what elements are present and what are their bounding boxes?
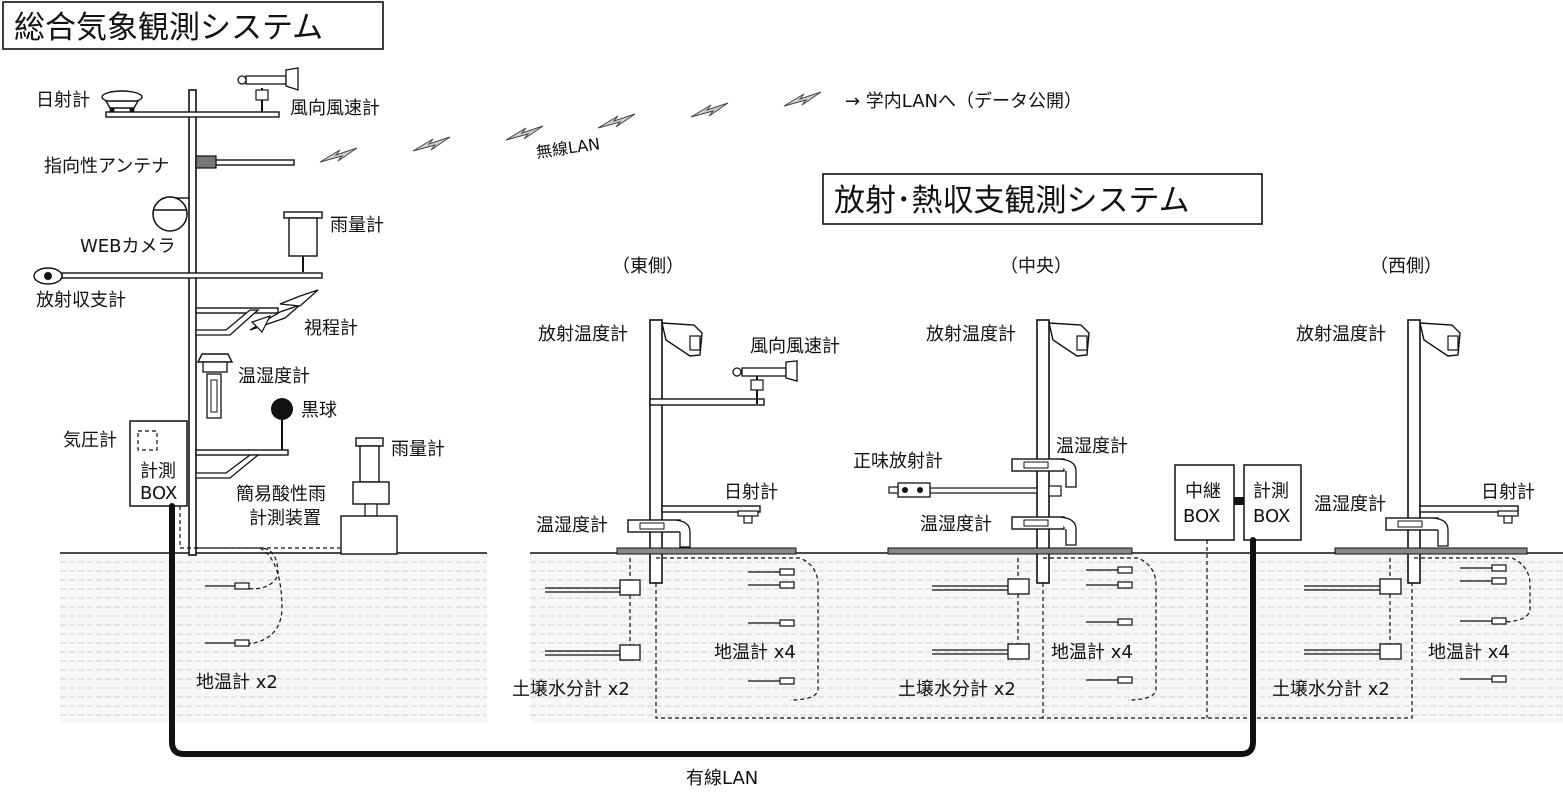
net-radiometer-icon [33, 267, 63, 285]
label-net-radiometer: 放射収支計 [36, 290, 126, 311]
box-connector [1234, 497, 1244, 505]
bolt-icon [505, 125, 544, 141]
west-label-pyranometer: 日射計 [1481, 482, 1535, 503]
thermo-hygro-icon [1385, 517, 1449, 547]
soil-probe-icon [205, 582, 250, 647]
soil-left [60, 552, 487, 723]
label-thermo-hygro: 温湿度計 [238, 366, 310, 387]
east-station [545, 319, 1040, 719]
thermo-hygro-icon [196, 353, 234, 419]
to-campus-lan-label: → 学内LANへ（データ公開） [845, 91, 1082, 112]
wireless-lan-label: 無線LAN [535, 134, 601, 162]
left-measure-box: 計測 BOX [129, 420, 188, 507]
bolt-icon [412, 136, 451, 152]
label-rain-gauge: 雨量計 [330, 215, 384, 236]
soil-temp-probes [1086, 566, 1133, 684]
center-label-net-radiometer: 正味放射計 [853, 451, 943, 472]
label-soil-temp-left: 地温計 x2 [196, 672, 278, 693]
pyranometer-icon [101, 90, 143, 113]
wired-lan-label: 有線LAN [686, 768, 758, 789]
thermo-hygro-icon [1011, 458, 1077, 488]
label-wind: 風向風速計 [290, 98, 380, 119]
title-radiation-text: 放射･熱収支観測システム [834, 183, 1190, 219]
center-label-thermo-hygro-upper: 温湿度計 [1056, 436, 1128, 457]
center-station [887, 319, 1157, 718]
west-label-radiation-thermometer: 放射温度計 [1296, 324, 1386, 345]
label-antenna: 指向性アンテナ [44, 156, 169, 177]
relay-box-line1: 中継 [1185, 481, 1221, 502]
center-label-soil-temp: 地温計 x4 [1051, 642, 1133, 663]
center-label-radiation-thermometer: 放射温度計 [926, 324, 1016, 345]
east-label-soil-temp: 地温計 x4 [714, 642, 796, 663]
soil-moisture-sensor-icon [1007, 578, 1030, 595]
acid-rain-icon [340, 437, 398, 555]
west-label-thermo-hygro: 温湿度計 [1314, 494, 1386, 515]
thermo-hygro-icon [1011, 516, 1077, 546]
label-barometer: 気圧計 [63, 430, 117, 451]
left-tower: 計測 BOX [33, 67, 398, 647]
east-label-wind: 風向風速計 [750, 336, 840, 357]
west-label-soil-moisture: 土壌水分計 x2 [1272, 679, 1390, 700]
title-general: 総合気象観測システム [2, 1, 384, 50]
antenna-icon [195, 155, 217, 169]
soil-moisture-sensor-icon [1007, 643, 1030, 660]
title-radiation: 放射･熱収支観測システム [822, 173, 1263, 225]
pyranometer-icon [1497, 510, 1519, 524]
bolt-icon [690, 102, 729, 118]
east-label-radiation-thermometer: 放射温度計 [538, 324, 628, 345]
label-visibility: 視程計 [304, 318, 358, 339]
label-pyranometer: 日射計 [36, 90, 90, 111]
bolt-icon [597, 113, 636, 129]
label-acid-rain-2: 計測装置 [249, 508, 321, 529]
anemometer-icon [732, 360, 798, 404]
center-label-soil-moisture: 土壌水分計 x2 [898, 679, 1016, 700]
label-rain-gauge2: 雨量計 [391, 439, 445, 460]
measure-box-right: 計測 BOX [1243, 464, 1302, 541]
east-label-soil-moisture: 土壌水分計 x2 [512, 679, 630, 700]
rain-gauge-icon [283, 211, 323, 272]
wired-lan-cable [169, 503, 1256, 757]
left-box-line1: 計測 [140, 461, 176, 482]
east-label-thermo-hygro: 温湿度計 [536, 515, 608, 536]
section-east: （東側） [612, 256, 684, 277]
label-webcam: WEBカメラ [80, 236, 176, 257]
anemometer-icon [237, 67, 299, 112]
webcam-icon [152, 196, 189, 232]
section-center: （中央） [1000, 256, 1072, 277]
wireless-bolts [319, 91, 822, 163]
relay-box: 中継 BOX [1174, 464, 1235, 541]
label-acid-rain-1: 簡易酸性雨 [236, 484, 326, 505]
west-station [1304, 319, 1531, 683]
soil-moisture-sensor-icon [1379, 643, 1402, 660]
soil-moisture-sensor-icon [619, 644, 641, 661]
net-radiometer-icon [888, 482, 1062, 498]
east-label-pyranometer: 日射計 [724, 482, 778, 503]
bolt-icon [319, 147, 358, 163]
pyranometer-icon [737, 510, 759, 524]
label-black-globe: 黒球 [301, 400, 337, 421]
measure-box-line1: 計測 [1253, 481, 1289, 502]
left-box-line2: BOX [140, 483, 177, 504]
thermo-hygro-icon [627, 519, 691, 548]
visibility-meter-icon [195, 289, 319, 336]
relay-box-line2: BOX [1183, 506, 1220, 527]
section-west: （西側） [1370, 256, 1442, 277]
center-label-thermo-hygro-lower: 温湿度計 [920, 514, 992, 535]
black-globe-icon [271, 398, 293, 452]
title-general-text: 総合気象観測システム [14, 10, 323, 46]
soil-moisture-sensor-icon [1379, 578, 1402, 595]
measure-box-line2: BOX [1253, 506, 1290, 527]
soil-temp-probes [748, 568, 795, 685]
soil-moisture-sensor-icon [619, 579, 641, 596]
west-label-soil-temp: 地温計 x4 [1428, 642, 1510, 663]
soil-temp-probes [1460, 564, 1507, 683]
bolt-icon [783, 91, 822, 107]
